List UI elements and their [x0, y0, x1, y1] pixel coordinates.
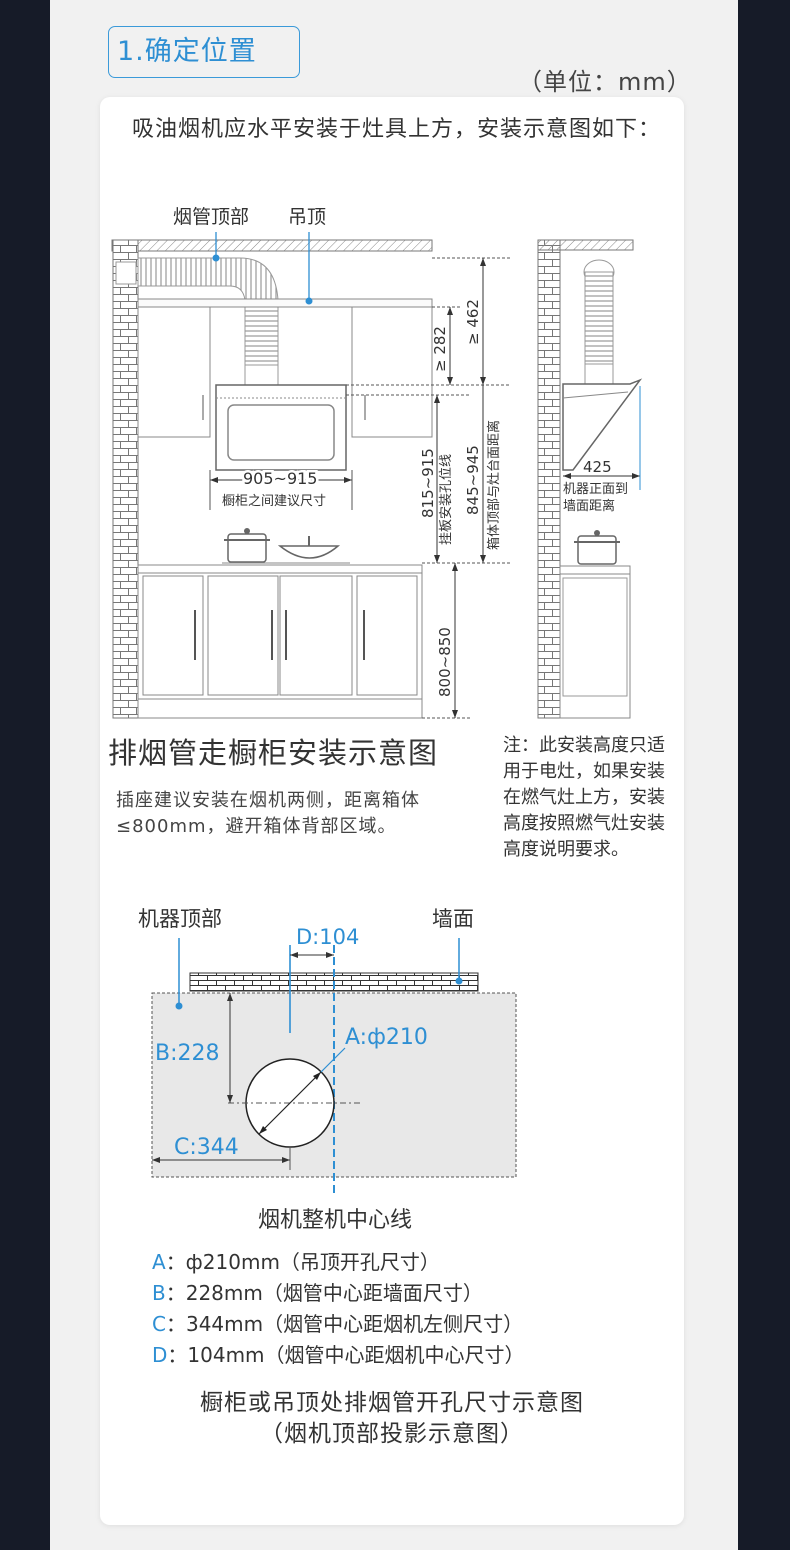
dimension-legend: A：ф210mm（吊顶开孔尺寸） B：228mm（烟管中心距墙面尺寸） C：34…: [152, 1247, 525, 1371]
unit-label: （单位：mm）: [518, 68, 692, 96]
label-duct-top: 烟管顶部: [173, 206, 249, 228]
side-countertop: [559, 565, 631, 575]
label-centerline: 烟机整机中心线: [258, 1208, 412, 1233]
installation-diagram: 烟管顶部 吊顶 905~915 橱柜之间建议尺寸 ≥ 282 ≥ 462: [111, 206, 643, 719]
label-c: C:344: [174, 1135, 239, 1160]
side-duct: [584, 271, 614, 365]
upper-cabinet-left: [137, 306, 211, 438]
side-note: 注：此安装高度只适用于电灶，如果安装在燃气灶上方，安装高度按照燃气灶安装高度说明…: [503, 735, 665, 860]
dim-425-caption-2: 墙面距离: [563, 498, 615, 514]
dim-462: ≥ 462: [464, 299, 482, 345]
bottom-caption: 橱柜或吊顶处排烟管开孔尺寸示意图 （烟机顶部投影示意图）: [100, 1388, 684, 1450]
ceiling-board: [137, 298, 433, 308]
legend-item-a: A：ф210mm（吊顶开孔尺寸）: [152, 1250, 440, 1274]
dim-845-945-caption: 箱体顶部与灶台面距离: [486, 420, 502, 550]
dim-815-915-caption: 挂板安装孔位线: [439, 454, 454, 545]
top-projection-diagram: 机器顶部 墙面 D:104 A:ф210 B:228 C:344 烟机整机中心线: [138, 907, 517, 1233]
dim-282: ≥ 282: [431, 326, 449, 372]
dim-425-caption-1: 机器正面到: [563, 482, 628, 497]
label-ceiling: 吊顶: [288, 206, 326, 228]
flexible-duct-horizontal: [137, 257, 279, 301]
label-machine-top: 机器顶部: [138, 907, 222, 931]
dim-845-945: 845~945: [464, 445, 482, 515]
side-brick-wall: [537, 239, 561, 719]
left-brick-wall: [112, 239, 139, 719]
wall-socket: [115, 261, 137, 285]
duct-collar: [244, 364, 279, 386]
dim-800-850: 800~850: [436, 627, 454, 697]
label-d: D:104: [296, 925, 359, 949]
intro-text: 吸油烟机应水平安装于灶具上方，安装示意图如下：: [132, 117, 662, 142]
bottom-caption-line1: 橱柜或吊顶处排烟管开孔尺寸示意图: [200, 1390, 584, 1416]
legend-item-d: D：104mm（烟管中心距烟机中心尺寸）: [152, 1343, 525, 1367]
section-title: 1.确定位置: [108, 26, 300, 78]
dim-425: 425: [583, 458, 612, 476]
wok: [277, 545, 341, 559]
side-ceiling-slab: [537, 239, 634, 251]
countertop: [137, 564, 423, 574]
diagram-title: 排烟管走橱柜安装示意图: [108, 736, 439, 770]
legend-item-b: B：228mm（烟管中心距墙面尺寸）: [152, 1281, 483, 1305]
cabinet-plinth: [137, 698, 423, 719]
flexible-duct-vertical: [244, 299, 279, 366]
side-pot: [577, 535, 617, 565]
label-a: A:ф210: [345, 1025, 428, 1050]
label-wall: 墙面: [432, 907, 474, 931]
dim-cabinet-width: 905~915: [243, 469, 317, 488]
side-hood: [562, 378, 643, 471]
label-b: B:228: [155, 1041, 220, 1066]
dim-815-915: 815~915: [419, 448, 437, 518]
upper-cabinet-right: [351, 306, 433, 438]
ceiling-slab: [111, 239, 433, 252]
pot: [227, 533, 267, 563]
bottom-caption-line2: （烟机顶部投影示意图）: [260, 1421, 524, 1447]
socket-note: 插座建议安装在烟机两侧，距离箱体≤800mm，避开箱体背部区域。: [116, 790, 420, 837]
legend-item-c: C：344mm（烟管中心距烟机左侧尺寸）: [152, 1312, 524, 1336]
dim-cabinet-width-caption: 橱柜之间建议尺寸: [222, 494, 326, 509]
